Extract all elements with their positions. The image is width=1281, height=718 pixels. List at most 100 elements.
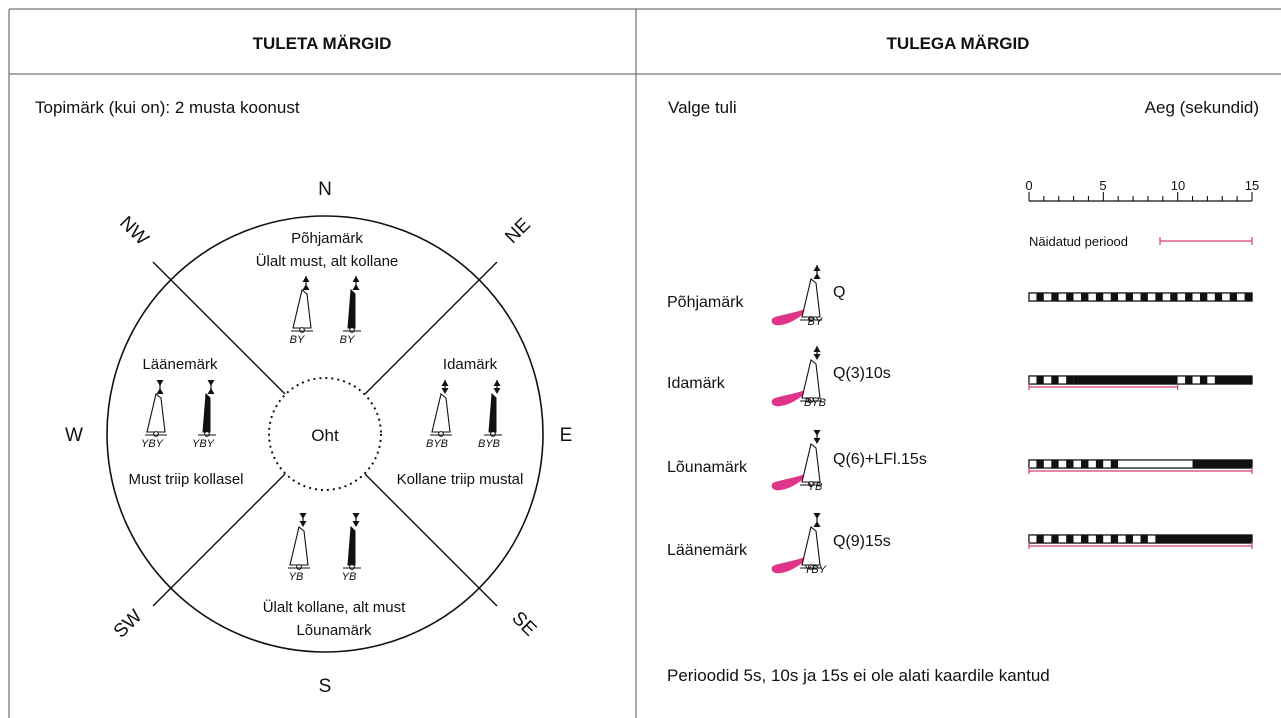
dark-segment (1125, 293, 1134, 301)
dark-segment (1066, 460, 1074, 468)
dark-segment (1185, 376, 1193, 384)
compass-w: W (65, 425, 83, 446)
compass-rose (106, 215, 544, 653)
row-north-code: BY (808, 316, 823, 328)
dark-segment (1229, 293, 1238, 301)
dark-segment (1110, 293, 1119, 301)
row-west-code: YBY (804, 564, 827, 576)
west-buoy-pillar (144, 379, 168, 437)
south-code-a: YB (289, 571, 304, 583)
diagonal-se (364, 473, 498, 607)
light-rhythm-bars (1028, 292, 1253, 549)
outer-circle (106, 215, 544, 653)
east-code-a: BYB (426, 438, 448, 450)
dark-segment (1066, 293, 1074, 301)
west-mark-name: Läänemärk (142, 356, 218, 373)
light-on-segment (1162, 293, 1171, 301)
dark-segment (1214, 293, 1223, 301)
light-on-segment (1147, 293, 1156, 301)
light-on-segment (1058, 460, 1067, 468)
light-on-segment (1118, 460, 1193, 468)
dark-segment (1110, 460, 1119, 468)
row-east-name: Idamärk (667, 375, 726, 392)
header-right: TULEGA MÄRGID (887, 34, 1030, 53)
compass-s: S (319, 676, 332, 697)
dark-segment (1140, 535, 1148, 543)
light-on-segment (1222, 293, 1230, 301)
row-north-character: Q (833, 284, 845, 301)
light-on-segment (1147, 535, 1156, 543)
light-on-segment (1073, 293, 1082, 301)
diagonal-nw (152, 261, 286, 395)
west-buoy-spar (197, 379, 217, 437)
dark-segment (1192, 460, 1252, 468)
light-on-segment (1073, 460, 1082, 468)
rhythm-bar-outline (1028, 534, 1253, 544)
south-mark-name: Lõunamärk (296, 622, 372, 639)
period-legend-line (1159, 237, 1253, 245)
rhythm-bar-outline (1028, 375, 1253, 385)
south-buoy-spar (342, 512, 362, 570)
scale-tick-15: 15 (1245, 178, 1259, 193)
north-code-a: BY (290, 334, 305, 346)
light-on-segment (1103, 460, 1111, 468)
dark-segment (1155, 293, 1163, 301)
row-north-name: Põhjamärk (667, 294, 744, 311)
row-west-name: Läänemärk (667, 542, 748, 559)
west-mark-desc: Must triip kollasel (128, 471, 243, 488)
scale-tick-5: 5 (1099, 178, 1106, 193)
light-on-segment (1088, 460, 1096, 468)
dark-segment (1095, 460, 1104, 468)
table-frame (8, 8, 1281, 718)
compass-n: N (318, 179, 332, 200)
compass-sw: SW (110, 606, 147, 643)
light-on-segment (1118, 293, 1126, 301)
light-on-segment (1192, 293, 1200, 301)
light-on-segment (1088, 293, 1096, 301)
dark-segment (1095, 535, 1104, 543)
light-on-segment (1207, 376, 1215, 384)
dark-segment (1199, 376, 1208, 384)
south-mark-desc: Ülalt kollane, alt must (263, 598, 406, 616)
scale-tick-10: 10 (1171, 178, 1185, 193)
light-on-segment (1058, 535, 1067, 543)
dark-segment (1051, 293, 1059, 301)
light-on-segment (1058, 376, 1067, 384)
south-code-b: YB (342, 571, 357, 583)
light-on-segment (1133, 535, 1141, 543)
light-on-segment (1043, 376, 1052, 384)
compass-e: E (560, 425, 573, 446)
dark-segment (1066, 376, 1074, 384)
dark-segment (1140, 293, 1148, 301)
dark-segment (1214, 376, 1252, 384)
north-mark-desc: Ülalt must, alt kollane (256, 252, 399, 270)
light-on-segment (1073, 535, 1082, 543)
light-on-segment (1177, 293, 1186, 301)
light-on-segment (1237, 293, 1245, 301)
light-on-segment (1029, 460, 1037, 468)
north-buoy-spar (342, 275, 362, 333)
dark-segment (1244, 293, 1252, 301)
dark-segment (1081, 535, 1089, 543)
row-west-character: Q(9)15s (833, 533, 891, 550)
light-on-segment (1133, 293, 1141, 301)
danger-label: Oht (311, 426, 339, 445)
light-on-segment (1043, 293, 1052, 301)
light-on-segment (1029, 535, 1037, 543)
light-on-segment (1207, 293, 1215, 301)
light-on-segment (1043, 535, 1052, 543)
compass-se: SE (507, 608, 540, 641)
dark-segment (1051, 460, 1059, 468)
dark-segment (1036, 460, 1044, 468)
east-buoy-pillar (429, 379, 453, 437)
compass-ne: NE (501, 214, 535, 248)
dark-segment (1036, 535, 1044, 543)
topmark-note: Topimärk (kui on): 2 musta koonust (35, 98, 300, 117)
compass-nw: NW (115, 212, 152, 249)
west-code-a: YBY (141, 438, 164, 450)
row-south-character: Q(6)+LFl.15s (833, 451, 927, 468)
light-on-segment (1192, 376, 1200, 384)
dark-segment (1095, 293, 1104, 301)
dark-segment (1036, 376, 1044, 384)
